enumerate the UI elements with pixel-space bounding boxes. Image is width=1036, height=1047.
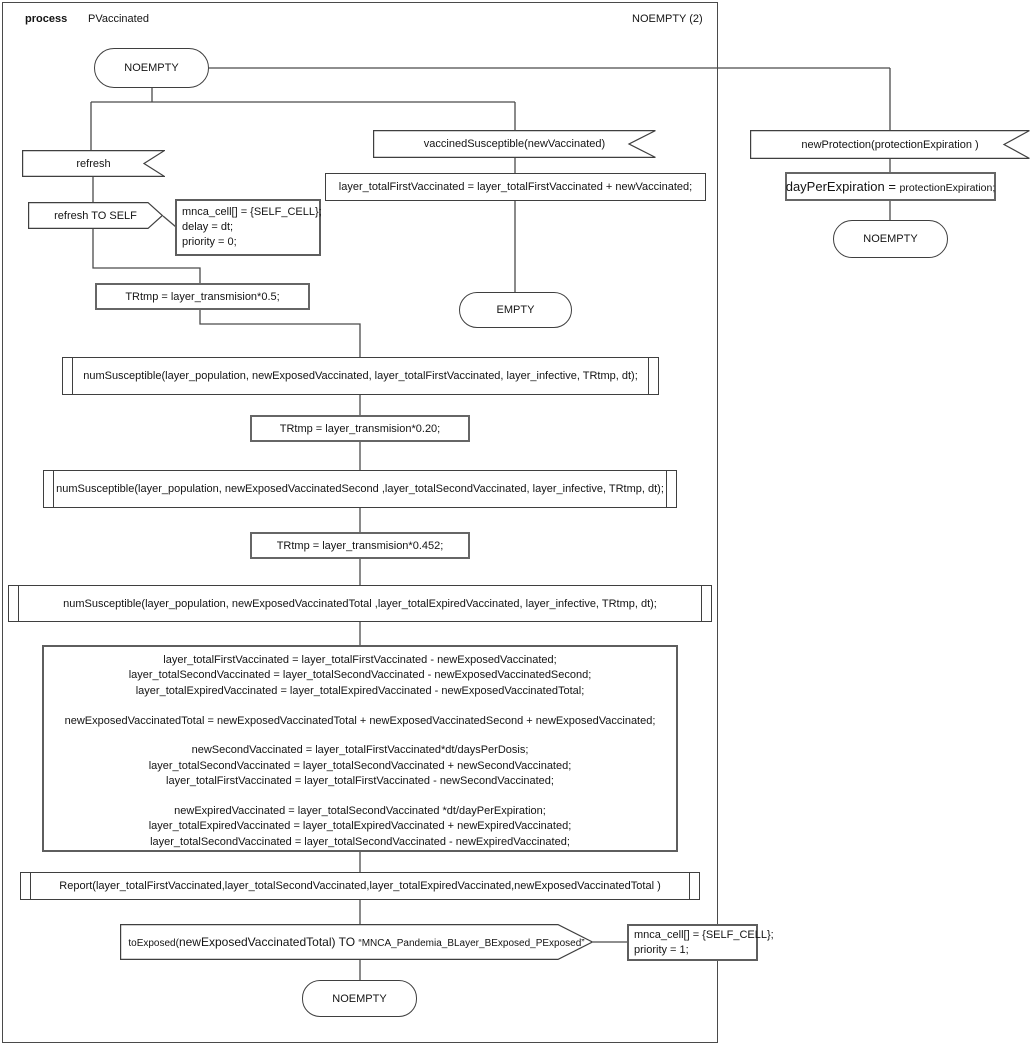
receive-refresh[interactable]: refresh: [22, 150, 165, 177]
action-add-first-vaccinated[interactable]: layer_totalFirstVaccinated = layer_total…: [325, 173, 706, 201]
update-line: layer_totalSecondVaccinated = layer_tota…: [128, 669, 592, 682]
call-num-susceptible-first-label: numSusceptible(layer_population, newExpo…: [83, 370, 638, 382]
state-empty[interactable]: EMPTY: [459, 292, 572, 328]
day-per-expiration-lhs: dayPerExpiration =: [785, 179, 900, 194]
send-to-exposed-target: “MNCA_Pandemia_BLayer_BExposed_PExposed”: [358, 938, 585, 949]
action-trtmp-0452-label: TRtmp = layer_transmision*0.452;: [276, 539, 444, 552]
send-shape-icon: [28, 202, 163, 229]
subroutine-bar-left: [30, 873, 31, 899]
update-line: newExpiredVaccinated = layer_totalSecond…: [174, 804, 546, 817]
process-frame: [2, 2, 718, 1043]
subroutine-bar-right: [648, 358, 649, 394]
send-refresh-to-self[interactable]: refresh TO SELF: [28, 202, 163, 229]
call-num-susceptible-second-label: numSusceptible(layer_population, newExpo…: [56, 483, 664, 495]
process-keyword-label: process: [25, 13, 68, 25]
action-trtmp-020-label: TRtmp = layer_transmision*0.20;: [279, 422, 441, 435]
state-noempty-end-label: NOEMPTY: [332, 992, 387, 1005]
call-num-susceptible-first[interactable]: numSusceptible(layer_population, newExpo…: [62, 357, 659, 395]
subroutine-bar-left: [72, 358, 73, 394]
receive-new-protection[interactable]: newProtection(protectionExpiration ): [750, 130, 1030, 159]
update-line: newExposedVaccinatedTotal = newExposedVa…: [64, 714, 656, 727]
frame-state-label: NOEMPTY (2): [632, 13, 703, 25]
process-name-label: PVaccinated: [88, 13, 149, 25]
annotation-line: mnca_cell[] = {SELF_CELL};: [634, 928, 774, 941]
send-to-exposed-label: toExposed(newExposedVaccinatedTotal) TO …: [128, 935, 584, 949]
action-trtmp-0452[interactable]: TRtmp = layer_transmision*0.452;: [250, 532, 470, 559]
action-trtmp-05[interactable]: TRtmp = layer_transmision*0.5;: [95, 283, 310, 310]
send-to-exposed-prefix: toExposed(: [128, 938, 179, 949]
state-empty-label: EMPTY: [496, 304, 535, 316]
subroutine-bar-right: [666, 471, 667, 507]
update-line: newSecondVaccinated = layer_totalFirstVa…: [191, 744, 529, 757]
receive-refresh-label: refresh: [76, 157, 111, 170]
call-num-susceptible-total-label: numSusceptible(layer_population, newExpo…: [63, 597, 657, 610]
subroutine-bar-right: [689, 873, 690, 899]
update-line: layer_totalSecondVaccinated = layer_tota…: [150, 835, 570, 848]
state-noempty-protection[interactable]: NOEMPTY: [833, 220, 948, 258]
state-noempty-start-label: NOEMPTY: [124, 62, 179, 74]
update-line: layer_totalFirstVaccinated = layer_total…: [163, 654, 557, 666]
subroutine-bar-left: [53, 471, 54, 507]
annotation-line: delay = dt;: [182, 221, 234, 233]
receive-new-protection-label: newProtection(protectionExpiration ): [801, 138, 979, 151]
annotation-refresh-params[interactable]: mnca_cell[] = {SELF_CELL}; delay = dt; p…: [175, 199, 322, 256]
annotation-line: mnca_cell[] = {SELF_CELL};: [182, 206, 322, 218]
send-refresh-to-self-label: refresh TO SELF: [54, 209, 137, 222]
action-trtmp-020[interactable]: TRtmp = layer_transmision*0.20;: [250, 415, 470, 442]
state-noempty-protection-label: NOEMPTY: [863, 233, 918, 245]
receive-shape-icon: [750, 130, 1030, 159]
subroutine-bar-left: [18, 586, 19, 621]
subroutine-bar-right: [701, 586, 702, 621]
call-num-susceptible-second[interactable]: numSusceptible(layer_population, newExpo…: [43, 470, 677, 508]
action-day-per-expiration[interactable]: dayPerExpiration = protectionExpiration;: [785, 172, 996, 201]
receive-vaccined-susceptible[interactable]: vaccinedSusceptible(newVaccinated): [373, 130, 656, 158]
action-day-per-expiration-label: dayPerExpiration = protectionExpiration;: [786, 179, 996, 194]
annotation-exposed-params[interactable]: mnca_cell[] = {SELF_CELL}; priority = 1;: [627, 924, 774, 961]
call-report[interactable]: Report(layer_totalFirstVaccinated,layer_…: [20, 872, 700, 900]
update-line: layer_totalExpiredVaccinated = layer_tot…: [148, 820, 572, 833]
update-line: layer_totalSecondVaccinated = layer_tota…: [148, 759, 572, 772]
action-update-block[interactable]: layer_totalFirstVaccinated = layer_total…: [42, 645, 678, 852]
send-to-exposed[interactable]: toExposed(newExposedVaccinatedTotal) TO …: [120, 924, 593, 960]
annotation-line: priority = 0;: [182, 236, 237, 248]
update-line: layer_totalFirstVaccinated = layer_total…: [166, 775, 554, 788]
receive-shape-icon: [22, 150, 165, 177]
send-to-exposed-mid: newExposedVaccinatedTotal) TO: [178, 935, 359, 949]
action-add-first-label: layer_totalFirstVaccinated = layer_total…: [338, 181, 693, 193]
send-shape-icon: [120, 924, 593, 960]
call-report-label: Report(layer_totalFirstVaccinated,layer_…: [59, 880, 661, 892]
day-per-expiration-rhs: protectionExpiration;: [899, 182, 996, 194]
update-line: layer_totalExpiredVaccinated = layer_tot…: [135, 684, 585, 697]
call-num-susceptible-total[interactable]: numSusceptible(layer_population, newExpo…: [8, 585, 712, 622]
receive-vaccined-label: vaccinedSusceptible(newVaccinated): [423, 138, 606, 150]
receive-shape-icon: [373, 130, 656, 158]
state-noempty-start[interactable]: NOEMPTY: [94, 48, 209, 88]
state-noempty-end[interactable]: NOEMPTY: [302, 980, 417, 1017]
action-trtmp-05-label: TRtmp = layer_transmision*0.5;: [125, 290, 280, 303]
annotation-line: priority = 1;: [634, 943, 689, 956]
